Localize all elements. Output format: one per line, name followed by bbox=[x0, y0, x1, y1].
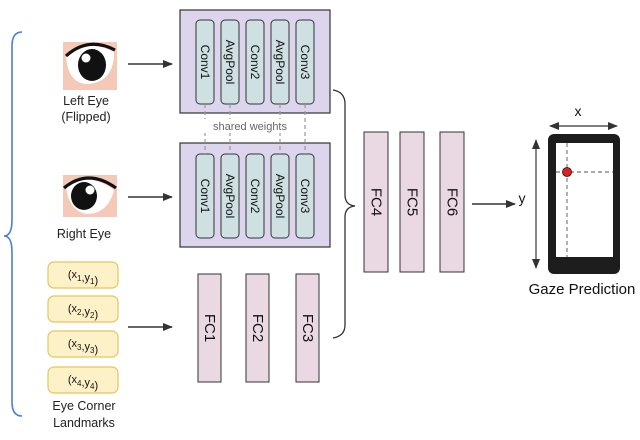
left-eye-conv-layers: Conv1 AvgPool Conv2 AvgPool Conv3 bbox=[195, 19, 315, 105]
left-eye-icon bbox=[63, 42, 117, 90]
right-eye-icon bbox=[62, 175, 117, 217]
left-eye-conv-layer-3-label: Conv2 bbox=[248, 45, 262, 80]
fc4-label: FC4 bbox=[368, 188, 385, 216]
landmark-list: (x1,y1) (x2,y2) (x3,y3) (x4,y4) bbox=[47, 261, 119, 394]
y-axis-label: y bbox=[519, 190, 526, 206]
gaze-prediction-label: Gaze Prediction bbox=[529, 281, 636, 298]
fc6-layer bbox=[439, 131, 465, 273]
right-eye-conv-layer-3-conv2 bbox=[245, 153, 265, 239]
fc4-layer bbox=[363, 131, 389, 273]
fc1-layer bbox=[197, 273, 222, 383]
right-eye-conv-layer-5-label: Conv3 bbox=[298, 179, 312, 214]
landmark-fc-layers: FC1 FC2 FC3 bbox=[197, 273, 320, 383]
landmark-box-2 bbox=[47, 295, 119, 323]
right-eye-conv-layer-1-label: Conv1 bbox=[198, 179, 212, 214]
merged-fc-layers: FC4 FC5 FC6 bbox=[363, 131, 465, 273]
shared-weights-label-bg bbox=[204, 119, 298, 133]
left-eye-label: Left Eye bbox=[63, 94, 109, 108]
fc3-label: FC3 bbox=[299, 314, 316, 342]
fc5-label: FC5 bbox=[404, 188, 421, 216]
merge-brace bbox=[332, 89, 356, 339]
phone-icon bbox=[548, 134, 620, 274]
left-eye-conv-layer-1-label: Conv1 bbox=[198, 45, 212, 80]
fc5-layer bbox=[399, 131, 425, 273]
landmarks-label-line2: Landmarks bbox=[53, 416, 115, 430]
fc1-label: FC1 bbox=[201, 314, 218, 342]
fc3-layer bbox=[295, 273, 320, 383]
fc2-label: FC2 bbox=[249, 314, 266, 342]
right-eye-conv-layer-4-label: AvgPool bbox=[273, 174, 287, 218]
right-eye-conv-layers: Conv1 AvgPool Conv2 AvgPool Conv3 bbox=[195, 153, 315, 239]
left-eye-conv-layer-2-label: AvgPool bbox=[223, 40, 237, 84]
landmark-text-3: (x3,y3) bbox=[68, 338, 98, 356]
landmark-text-4: (x4,y4) bbox=[68, 374, 98, 392]
landmark-text-2: (x2,y2) bbox=[68, 303, 98, 321]
left-eye-flipped-label: (Flipped) bbox=[61, 110, 110, 124]
gaze-point bbox=[562, 167, 572, 177]
left-eye-conv-layer-4-label: AvgPool bbox=[273, 40, 287, 84]
landmarks-label: Eye Corner bbox=[52, 399, 115, 413]
right-eye-conv-layer-2-label: AvgPool bbox=[223, 174, 237, 218]
right-eye-conv-layer-3-label: Conv2 bbox=[248, 179, 262, 214]
x-axis-label: x bbox=[575, 103, 582, 119]
input-group-brace bbox=[3, 31, 23, 417]
left-eye-conv-layer-5-label: Conv3 bbox=[298, 45, 312, 80]
fc6-label: FC6 bbox=[444, 188, 461, 216]
fc2-layer bbox=[245, 273, 270, 383]
landmark-box-1 bbox=[47, 261, 119, 289]
right-eye-label: Right Eye bbox=[57, 227, 111, 241]
landmark-box-4 bbox=[47, 366, 119, 394]
landmark-text-1: (x1,y1) bbox=[68, 269, 98, 287]
shared-weights-label: shared weights bbox=[213, 121, 287, 133]
left-eye-conv-layer-3-conv2 bbox=[245, 19, 265, 105]
landmark-box-3 bbox=[47, 330, 119, 358]
